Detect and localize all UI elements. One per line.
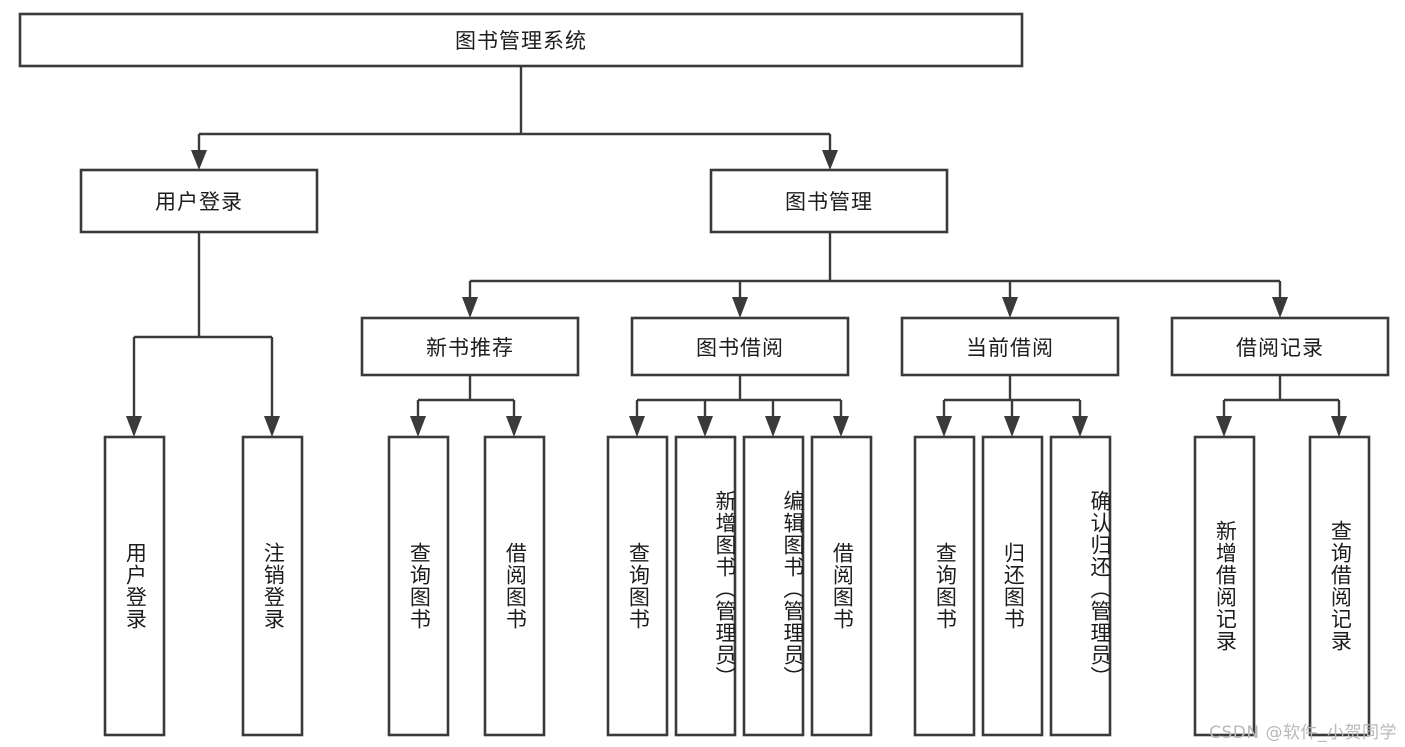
node-leaf-query-book-borrow[interactable] (606, 435, 669, 737)
node-leaf-user-login[interactable] (103, 435, 166, 737)
node-leaf-borrow-book-recommend[interactable] (483, 435, 546, 737)
arrow-head-borrow-record (1272, 297, 1288, 318)
arrow-head-leaf-borrow-book-recommend (506, 416, 522, 437)
node-book-management[interactable] (709, 168, 949, 234)
arrow-head-leaf-confirm-return-admin (1072, 416, 1088, 437)
connector-layer (126, 66, 1347, 437)
node-leaf-query-borrow-record[interactable] (1308, 435, 1371, 737)
arrow-head-new-book-recommend (462, 297, 478, 318)
node-leaf-add-book-admin[interactable] (674, 435, 737, 737)
arrow-head-leaf-query-book-current (936, 416, 952, 437)
arrow-head-book-management (822, 150, 838, 170)
node-leaf-add-borrow-record[interactable] (1193, 435, 1256, 737)
arrow-head-leaf-query-borrow-record (1331, 416, 1347, 437)
node-leaf-edit-book-admin[interactable] (742, 435, 805, 737)
arrow-head-user-login (191, 150, 207, 170)
node-leaf-user-logout[interactable] (241, 435, 304, 737)
arrow-head-leaf-user-login (126, 416, 142, 437)
arrow-head-leaf-user-logout (264, 416, 280, 437)
node-leaf-query-book-recommend[interactable] (387, 435, 450, 737)
arrow-head-leaf-query-book-borrow (629, 416, 645, 437)
node-leaf-borrow-book[interactable] (810, 435, 873, 737)
node-current-borrow[interactable] (900, 316, 1120, 377)
node-new-book-recommend[interactable] (360, 316, 580, 377)
node-root[interactable] (18, 12, 1024, 68)
arrow-head-leaf-query-book-recommend (410, 416, 426, 437)
arrow-head-leaf-add-book-admin (697, 416, 713, 437)
arrow-head-leaf-add-borrow-record (1216, 416, 1232, 437)
node-leaf-query-book-current[interactable] (913, 435, 976, 737)
node-borrow-record[interactable] (1170, 316, 1390, 377)
arrow-head-leaf-borrow-book (833, 416, 849, 437)
arrow-head-book-borrow (732, 297, 748, 318)
arrow-head-leaf-edit-book-admin (765, 416, 781, 437)
node-leaf-return-book[interactable] (981, 435, 1044, 737)
arrow-head-current-borrow (1002, 297, 1018, 318)
arrow-head-leaf-return-book (1004, 416, 1020, 437)
node-book-borrow[interactable] (630, 316, 850, 377)
node-leaf-confirm-return-admin[interactable] (1049, 435, 1112, 737)
node-box-layer (18, 12, 1390, 737)
node-user-login[interactable] (79, 168, 319, 234)
